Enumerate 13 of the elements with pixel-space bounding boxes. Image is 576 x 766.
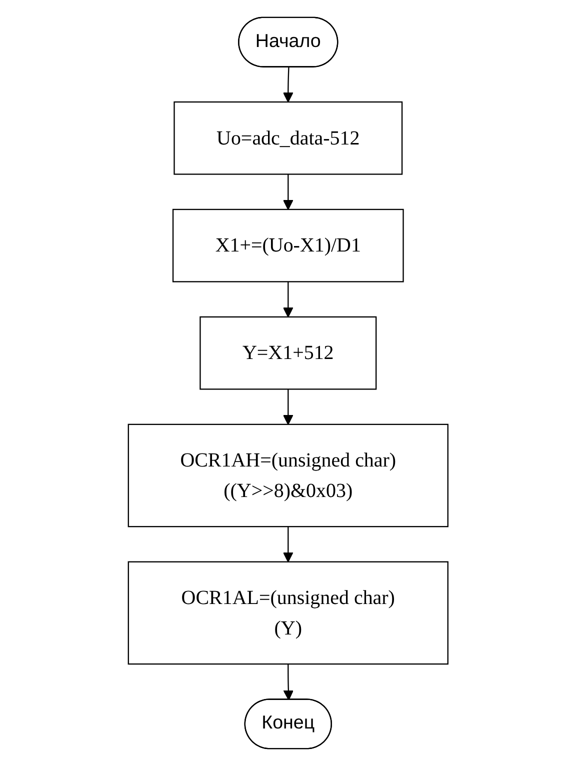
terminal-node: Конец [244,698,332,750]
arrow [282,526,294,562]
arrow [282,282,294,318]
process-box: Uo=adc_data-512 [174,101,402,175]
arrow [282,389,294,425]
arrow [282,174,294,210]
process-box: OCR1AL=(unsigned char)(Y) [128,561,448,665]
process-box: X1+=(Uo-X1)/D1 [172,208,404,282]
arrow [283,664,294,700]
terminal-node: Начало [238,16,338,68]
arrow [282,67,294,102]
process-box: Y=X1+512 [199,316,377,390]
process-box: OCR1AH=(unsigned char)((Y>>8)&0x03) [128,424,448,528]
